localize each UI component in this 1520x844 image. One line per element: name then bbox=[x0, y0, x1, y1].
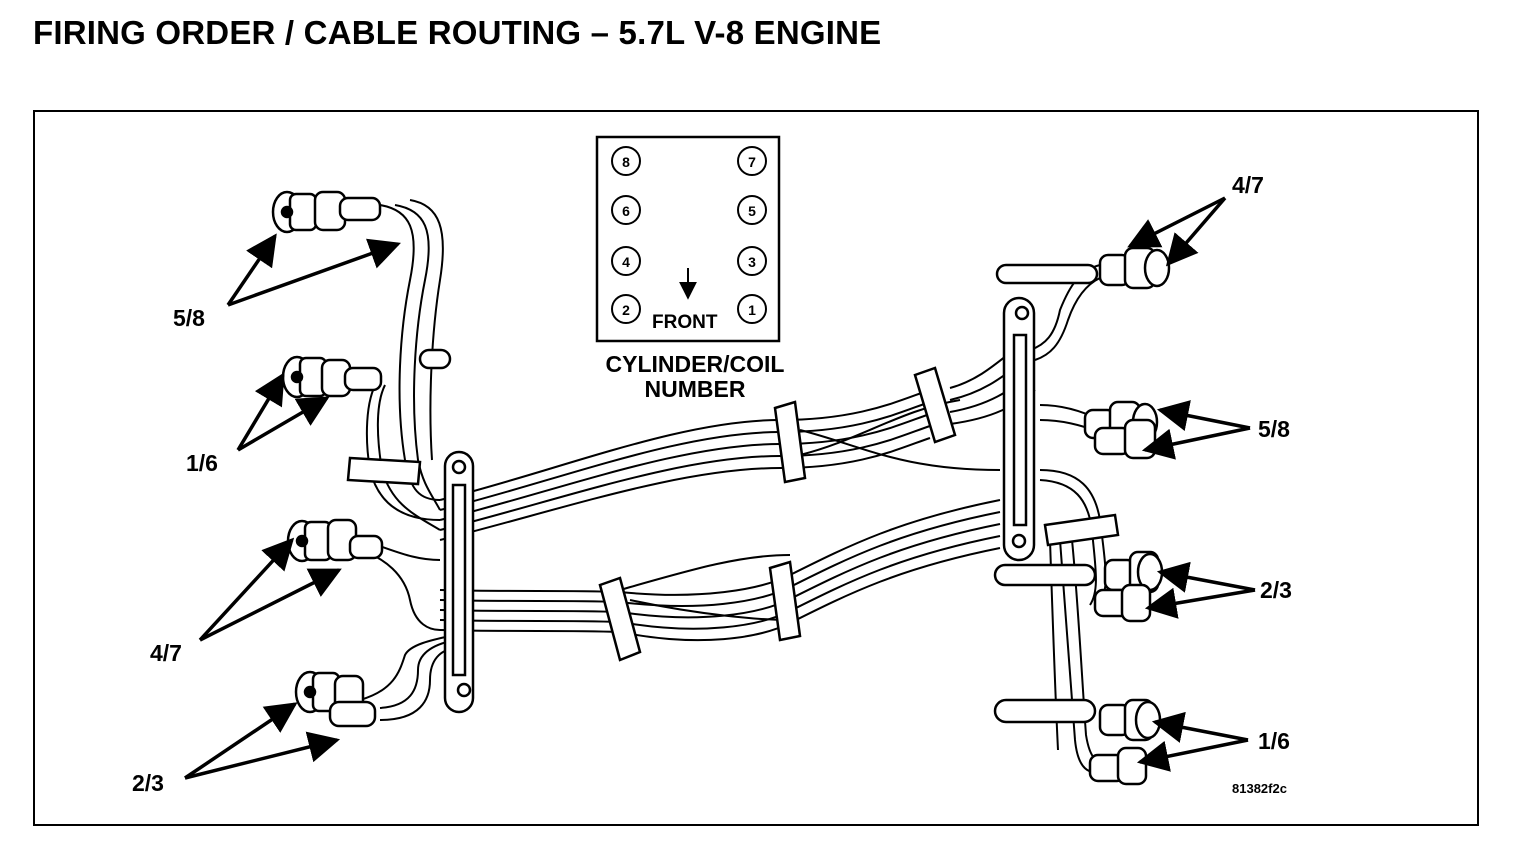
right-label-2-3: 2/3 bbox=[1260, 577, 1292, 603]
right-retainer-bracket bbox=[1002, 296, 1036, 562]
cable-clips bbox=[346, 366, 1120, 662]
left-label-4-7: 4/7 bbox=[150, 640, 182, 666]
cylinder-circle-7 bbox=[737, 146, 767, 176]
diagram-frame bbox=[33, 110, 1479, 826]
clip-upper-middle bbox=[773, 400, 807, 484]
cylinder-circle-3 bbox=[737, 246, 767, 276]
cylinder-circle-2 bbox=[611, 294, 641, 324]
caption-line-1: CYLINDER/COIL bbox=[605, 351, 785, 377]
cylinder-circle-1 bbox=[737, 294, 767, 324]
cylinder-number-2: 2 bbox=[622, 302, 630, 318]
left-label-1-6: 1/6 bbox=[186, 450, 218, 476]
caption-line-2: NUMBER bbox=[644, 376, 746, 402]
front-label: FRONT bbox=[652, 312, 718, 333]
cylinder-circles bbox=[611, 146, 767, 324]
cylinder-number-7: 7 bbox=[748, 154, 756, 170]
cylinder-number-6: 6 bbox=[622, 203, 630, 219]
cylinder-circle-8 bbox=[611, 146, 641, 176]
right-label-5-8: 5/8 bbox=[1258, 416, 1290, 442]
cylinder-coil-caption: CYLINDER/COIL NUMBER bbox=[560, 352, 830, 402]
cylinder-circle-6 bbox=[611, 195, 641, 225]
clip-lower-middle bbox=[768, 560, 802, 642]
right-label-4-7: 4/7 bbox=[1232, 172, 1264, 198]
cylinder-circle-5 bbox=[737, 195, 767, 225]
cylinder-circle-4 bbox=[611, 246, 641, 276]
clip-left-top bbox=[346, 456, 422, 486]
cylinder-number-8: 8 bbox=[622, 154, 630, 170]
cylinder-number-3: 3 bbox=[748, 254, 756, 270]
left-coil-connectors bbox=[271, 190, 384, 728]
clip-lower-left bbox=[598, 576, 642, 662]
page-title: FIRING ORDER / CABLE ROUTING – 5.7L V-8 … bbox=[33, 14, 882, 51]
reference-code: 81382f2c bbox=[1232, 781, 1287, 796]
cylinder-number-5: 5 bbox=[748, 203, 756, 219]
clip-upper-right bbox=[913, 366, 957, 444]
clip-right-lower bbox=[1043, 513, 1120, 547]
right-label-1-6: 1/6 bbox=[1258, 728, 1290, 754]
cylinder-number-1: 1 bbox=[748, 302, 756, 318]
left-retainer-bracket bbox=[443, 450, 475, 714]
leader-arrows-right bbox=[1127, 196, 1256, 772]
left-label-2-3: 2/3 bbox=[132, 770, 164, 796]
cylinder-number-4: 4 bbox=[622, 254, 630, 270]
coil-boot-right-4-7 bbox=[1143, 248, 1171, 288]
leader-arrows-left bbox=[184, 233, 401, 780]
coil-boot-right-1-6 bbox=[1134, 700, 1162, 740]
left-label-5-8: 5/8 bbox=[173, 305, 205, 331]
